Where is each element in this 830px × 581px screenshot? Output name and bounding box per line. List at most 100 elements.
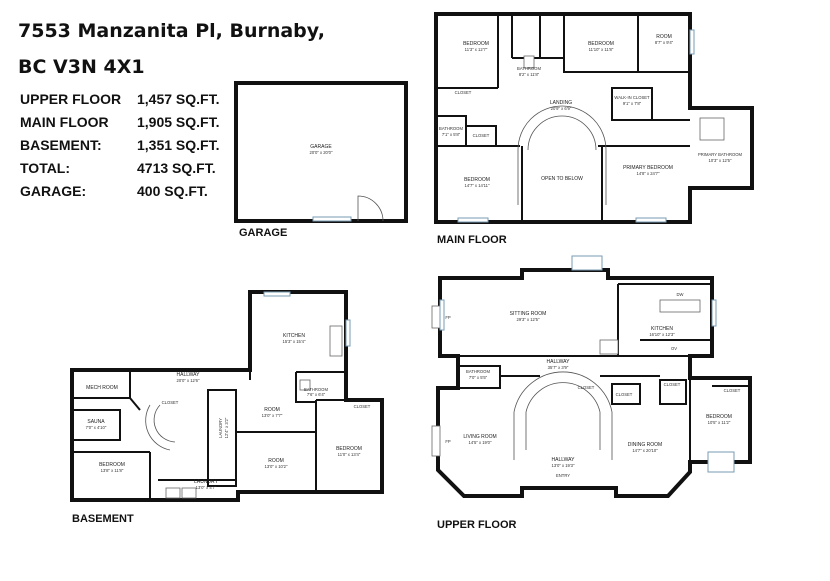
main-floor-upper-partitions — [436, 14, 691, 89]
upper-floor-staircase — [513, 371, 613, 460]
room-dims: 10'5" x 11'2" — [708, 420, 731, 425]
kitchen-counter — [659, 299, 701, 313]
dryer — [181, 487, 197, 499]
room-dims: 13'0" x 7'7" — [262, 413, 283, 418]
upper-floor-plan-title: UPPER FLOOR — [437, 519, 517, 531]
room-name: KITCHEN — [651, 326, 673, 332]
room-name: CLOSET — [616, 392, 633, 397]
room-name: CLOSET — [455, 90, 472, 95]
room-name: HALLWAY — [547, 359, 571, 365]
room-dims: 13'0" x 4'7" — [196, 485, 217, 490]
room-dims: 13'0" x 19'3" — [552, 463, 575, 468]
main-floor-staircase — [517, 105, 607, 205]
room-name: CLOSET — [354, 404, 371, 409]
toilet — [523, 55, 535, 69]
room-dims: 35'7" x 3'9" — [548, 365, 569, 370]
patio-door — [707, 451, 735, 473]
area-label: MAIN FLOOR — [20, 114, 109, 130]
area-label: BASEMENT: — [20, 137, 102, 153]
room-dims: 20'0" x 20'0" — [310, 150, 333, 155]
room-dims: 14'5" x 19'0" — [469, 440, 492, 445]
address-line-2: BC V3N 4X1 — [18, 56, 145, 78]
room-name: CLOSET — [578, 385, 595, 390]
room-name: HALLWAY — [552, 457, 576, 463]
room-name: LANDING — [550, 100, 572, 106]
room-dims: 7'0" x 5'5" — [469, 375, 488, 380]
room-name: ROOM — [268, 458, 284, 464]
upper-floor-outer-wall — [436, 268, 752, 498]
room-name: BEDROOM — [463, 41, 489, 47]
room-dims: 16'10" x 12'3" — [649, 332, 675, 337]
room-name: SAUNA — [87, 419, 105, 425]
room-name: BATHROOM — [466, 369, 490, 374]
room-dims: 14'7" x 14'11" — [465, 183, 490, 188]
room-name: ENTRY — [556, 473, 570, 478]
bathtub — [699, 117, 725, 141]
area-value: 1,457 SQ.FT. — [137, 91, 220, 107]
room-name: CLOSET — [473, 133, 490, 138]
room-dims: 7'6" x 6'4" — [307, 392, 326, 397]
area-label: TOTAL: — [20, 160, 71, 176]
main-floor-plan: BEDROOM 11'3" x 12'7" BATHROOM 8'2" x 11… — [434, 12, 754, 224]
room-name: CLOSET — [724, 388, 741, 393]
room-name: BEDROOM — [464, 177, 490, 183]
area-value: 4713 SQ.FT. — [137, 160, 216, 176]
room-name: MECH ROOM — [86, 385, 118, 391]
room-name: LAUNDRY — [218, 418, 223, 438]
room-name: PRIMARY BATHROOM — [698, 152, 742, 157]
room-dims: 14'7" x 20'10" — [632, 448, 658, 453]
area-value: 1,351 SQ.FT. — [137, 137, 220, 153]
room-dims: 20'9" x 6'9" — [551, 106, 572, 111]
basement-staircase — [145, 404, 176, 451]
room-name: CLOSET — [664, 382, 681, 387]
window — [263, 291, 291, 297]
room-name: BEDROOM — [588, 41, 614, 47]
window — [711, 299, 717, 327]
room-name: BATHROOM — [517, 66, 541, 71]
room-name: LIVING ROOM — [463, 434, 496, 440]
basement-right-partitions — [158, 370, 346, 492]
room-name: BEDROOM — [706, 414, 732, 420]
garage-plan: GARAGE 20'0" x 20'0" — [234, 81, 408, 223]
area-label: GARAGE: — [20, 183, 87, 199]
room-name: FP — [445, 315, 451, 320]
room-dims: 12'4" x 3'2" — [224, 417, 229, 438]
upper-floor-partitions — [440, 283, 750, 462]
area-value: 400 SQ.FT. — [137, 183, 208, 199]
room-name: FP — [445, 439, 451, 444]
room-name: BEDROOM — [99, 462, 125, 468]
room-name: PRIMARY BEDROOM — [623, 165, 673, 171]
room-name: CLOSET — [162, 400, 179, 405]
room-name: ROOM — [264, 407, 280, 413]
basement-outer-wall — [70, 290, 384, 502]
room-name: KITCHEN — [283, 333, 305, 339]
kitchen-counter — [329, 325, 343, 357]
room-dims: 7'1" x 5'8" — [442, 132, 461, 137]
room-name: BEDROOM — [336, 446, 362, 452]
room-dims: 15'3" x 15'4" — [283, 339, 306, 344]
room-name: GARAGE — [310, 144, 332, 150]
basement-plan: MECH ROOM HALLWAY 20'0" x 12'6" KITCHEN … — [70, 290, 384, 502]
area-value: 1,905 SQ.FT. — [137, 114, 220, 130]
room-dims: 14'8" x 24'7" — [637, 171, 660, 176]
room-dims: 11'10" x 11'8" — [589, 47, 614, 52]
basement-plan-title: BASEMENT — [72, 513, 134, 525]
room-name: DINING ROOM — [628, 442, 662, 448]
room-dims: 11'3" x 12'7" — [465, 47, 488, 52]
room-name: HALLWAY — [177, 372, 201, 378]
window — [439, 299, 445, 331]
window — [635, 217, 667, 223]
garage-entry-door-swing — [357, 195, 384, 222]
fireplace — [431, 305, 441, 329]
area-label: UPPER FLOOR — [20, 91, 122, 107]
window — [457, 217, 489, 223]
window — [345, 319, 351, 347]
garage-door — [312, 216, 352, 222]
main-floor-mid-partitions — [436, 87, 690, 147]
room-dims: 20'0" x 12'6" — [177, 378, 200, 383]
room-dims: 9'1" x 7'8" — [623, 101, 642, 106]
room-name: LAUNDRY — [194, 479, 218, 485]
garage-plan-title: GARAGE — [239, 227, 288, 239]
room-name: ROOM — [656, 34, 672, 40]
room-dims: 8'7" x 9'4" — [655, 40, 674, 45]
